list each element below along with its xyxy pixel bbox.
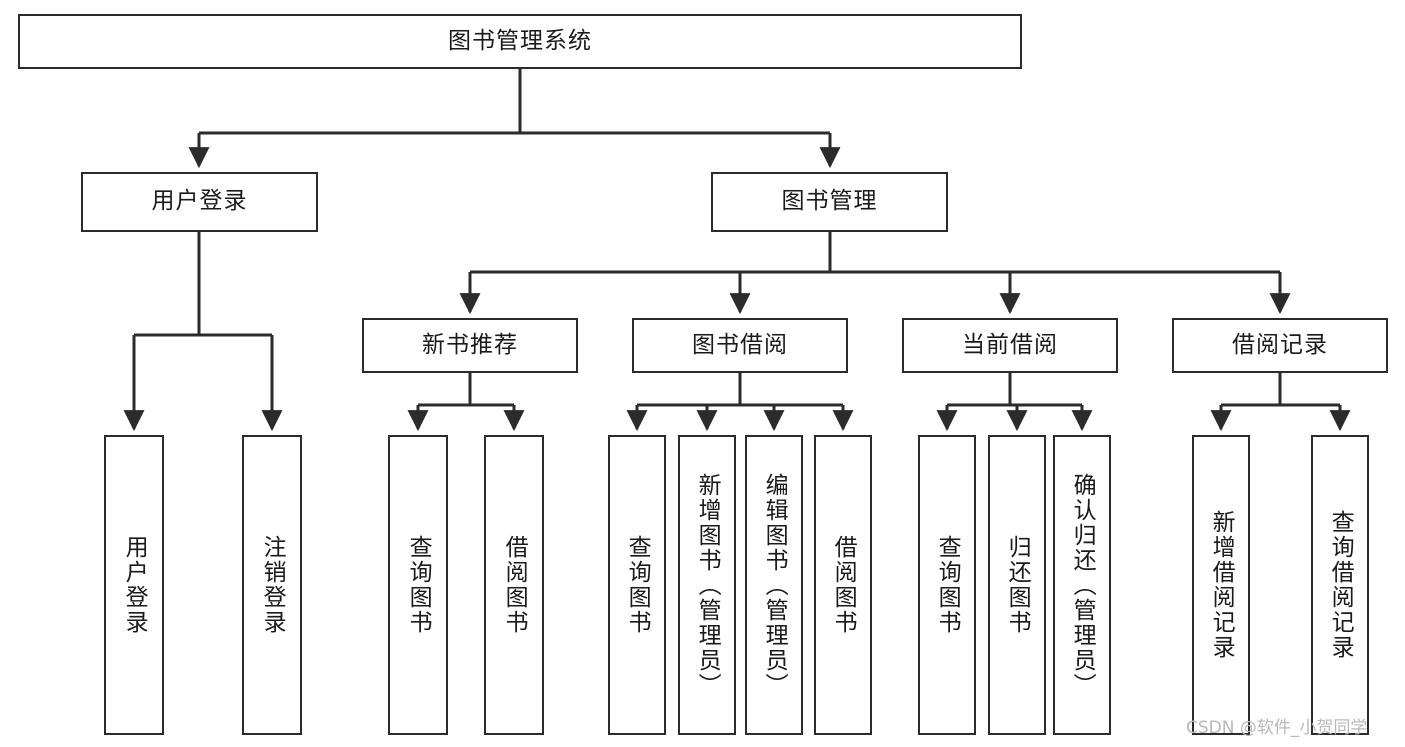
node-leaf-return-book-label: 归还图书 (1004, 535, 1031, 635)
node-leaf-add-book-label: 新增图书（管理员） (694, 472, 721, 698)
node-leaf-query-book-1[interactable]: 查询图书 (388, 435, 448, 735)
node-leaf-add-record-label: 新增借阅记录 (1208, 510, 1235, 660)
node-current-borrow[interactable]: 当前借阅 (902, 318, 1118, 373)
node-user-login-label: 用户登录 (151, 188, 248, 215)
node-leaf-query-record-label: 查询借阅记录 (1327, 510, 1354, 660)
node-leaf-query-book-1-label: 查询图书 (405, 535, 432, 635)
node-borrow-record[interactable]: 借阅记录 (1172, 318, 1388, 373)
node-leaf-borrow-book-2[interactable]: 借阅图书 (814, 435, 872, 735)
node-book-borrow-label: 图书借阅 (692, 331, 788, 358)
node-new-book-recommend[interactable]: 新书推荐 (362, 318, 578, 373)
node-leaf-logout[interactable]: 注销登录 (242, 435, 302, 735)
node-leaf-edit-book-label: 编辑图书（管理员） (761, 472, 788, 698)
node-leaf-query-book-3[interactable]: 查询图书 (918, 435, 976, 735)
node-leaf-borrow-book-1[interactable]: 借阅图书 (484, 435, 544, 735)
node-leaf-query-record[interactable]: 查询借阅记录 (1311, 435, 1369, 735)
node-root[interactable]: 图书管理系统 (18, 14, 1022, 69)
node-leaf-confirm-return-label: 确认归还（管理员） (1069, 472, 1096, 698)
node-leaf-borrow-book-1-label: 借阅图书 (501, 535, 528, 635)
node-book-manage-label: 图书管理 (781, 188, 878, 215)
node-leaf-return-book[interactable]: 归还图书 (988, 435, 1046, 735)
node-leaf-user-login[interactable]: 用户登录 (104, 435, 164, 735)
node-leaf-confirm-return[interactable]: 确认归还（管理员） (1053, 435, 1111, 735)
node-leaf-user-login-label: 用户登录 (121, 535, 148, 635)
node-leaf-add-book[interactable]: 新增图书（管理员） (678, 435, 736, 735)
node-leaf-query-book-2[interactable]: 查询图书 (608, 435, 666, 735)
node-leaf-borrow-book-2-label: 借阅图书 (830, 535, 857, 635)
node-leaf-add-record[interactable]: 新增借阅记录 (1192, 435, 1250, 735)
node-user-login[interactable]: 用户登录 (81, 172, 318, 232)
node-book-manage[interactable]: 图书管理 (711, 172, 948, 232)
node-borrow-record-label: 借阅记录 (1232, 331, 1328, 358)
node-leaf-query-book-3-label: 查询图书 (934, 535, 961, 635)
node-root-label: 图书管理系统 (448, 27, 592, 54)
node-book-borrow[interactable]: 图书借阅 (632, 318, 848, 373)
node-leaf-edit-book[interactable]: 编辑图书（管理员） (745, 435, 803, 735)
node-leaf-query-book-2-label: 查询图书 (624, 535, 651, 635)
node-new-book-recommend-label: 新书推荐 (422, 331, 518, 358)
csdn-watermark: CSDN @软件_小贺同学 (1186, 718, 1368, 738)
node-leaf-logout-label: 注销登录 (259, 535, 286, 635)
node-current-borrow-label: 当前借阅 (962, 331, 1058, 358)
